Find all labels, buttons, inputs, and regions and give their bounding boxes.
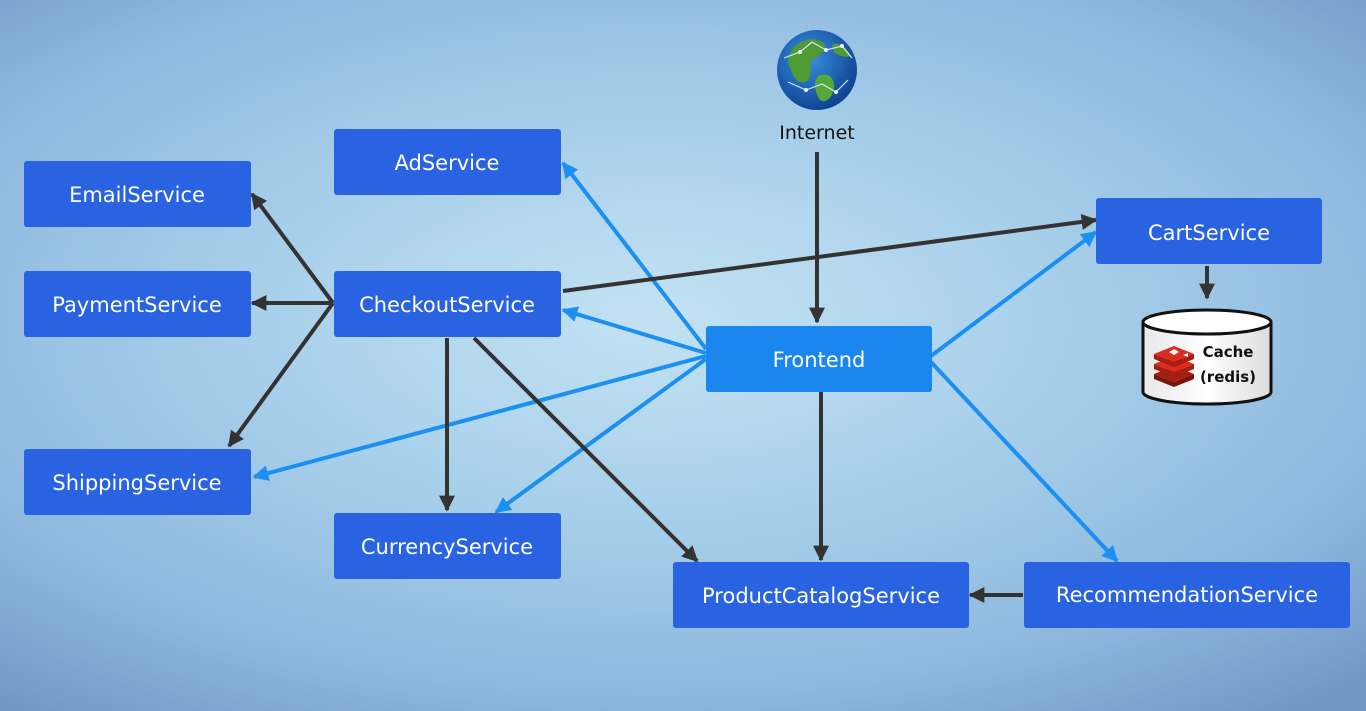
- edge-frontend-shippingservice: [252, 354, 707, 482]
- service-label: RecommendationService: [1056, 583, 1318, 607]
- redis-icon: [1154, 346, 1194, 387]
- service-box-checkoutservice[interactable]: CheckoutService: [334, 271, 561, 337]
- edge-checkout-emailservice: [250, 192, 335, 305]
- service-label: EmailService: [69, 183, 205, 207]
- service-label: Frontend: [773, 348, 866, 372]
- cache-database[interactable]: Cache (redis): [1141, 308, 1273, 406]
- service-box-paymentservice[interactable]: PaymentService: [24, 271, 251, 337]
- service-label: CartService: [1148, 221, 1270, 245]
- globe-icon: [777, 30, 857, 110]
- edge-checkout-productcatalogservice: [472, 336, 699, 563]
- edge-frontend-adservice: [561, 161, 708, 351]
- edge-frontend-recommendationservice: [929, 360, 1119, 563]
- service-box-emailservice[interactable]: EmailService: [24, 161, 251, 227]
- service-box-recommendationservice[interactable]: RecommendationService: [1024, 562, 1350, 628]
- service-box-cartservice[interactable]: CartService: [1096, 198, 1322, 264]
- service-label: AdService: [395, 151, 500, 175]
- service-label: ShippingService: [52, 471, 221, 495]
- edge-frontend-currencyservice: [494, 357, 708, 514]
- service-box-productcatalogservice[interactable]: ProductCatalogService: [673, 562, 969, 628]
- service-box-frontend[interactable]: Frontend: [706, 326, 932, 392]
- service-label: ProductCatalogService: [702, 584, 940, 608]
- connections: [227, 152, 1215, 603]
- edge-frontend-checkoutservice: [561, 306, 707, 355]
- service-box-currencyservice[interactable]: CurrencyService: [334, 513, 561, 579]
- service-label: CheckoutService: [359, 293, 535, 317]
- service-label: PaymentService: [52, 293, 222, 317]
- cache-label-line2: (redis): [1200, 368, 1256, 386]
- service-box-adservice[interactable]: AdService: [334, 129, 561, 195]
- internet-label: Internet: [779, 122, 854, 144]
- cache-label-line1: Cache: [1203, 343, 1254, 361]
- edge-frontend-cartservice: [929, 230, 1098, 358]
- internet-node: Internet: [777, 30, 857, 144]
- service-label: CurrencyService: [361, 535, 533, 559]
- edge-checkout-shippingservice: [227, 301, 335, 448]
- service-box-shippingservice[interactable]: ShippingService: [24, 449, 251, 515]
- edge-checkout-cartservice: [562, 213, 1098, 293]
